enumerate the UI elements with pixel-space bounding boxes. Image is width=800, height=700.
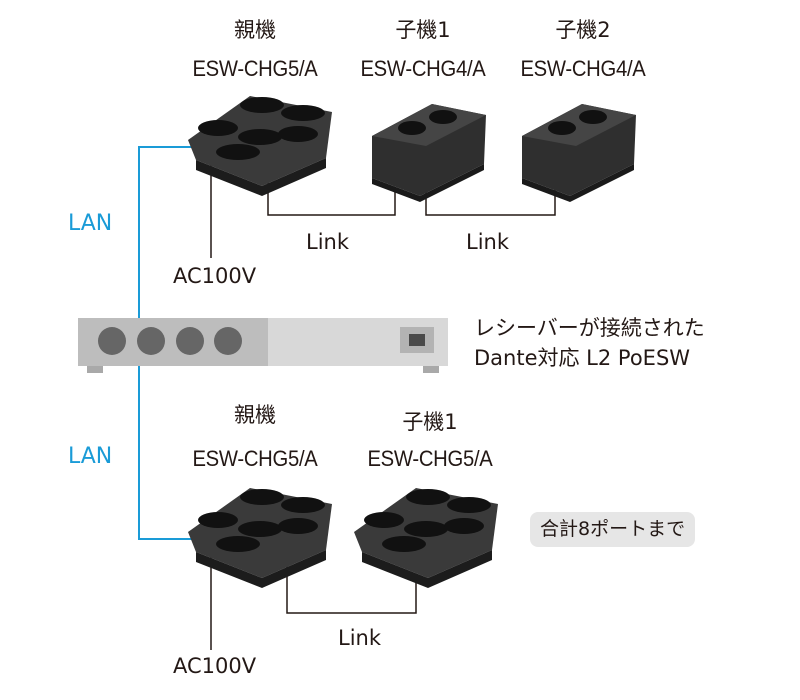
top-child1-model: ESW-CHG4/A <box>360 56 486 81</box>
lan-line-bottom <box>138 362 196 540</box>
bottom-link-label: Link <box>338 626 382 650</box>
bottom-child1-title: 子機1 <box>402 410 458 434</box>
bottom-power-label: AC100V <box>173 654 257 678</box>
switch-port <box>98 327 126 355</box>
charger-parent-top <box>188 96 332 196</box>
receiver-line1: レシーバーが接続された <box>474 316 705 340</box>
link-line-top-2 <box>425 188 556 216</box>
link-line-bottom <box>286 555 417 614</box>
port-limit-badge: 合計8ポートまで <box>530 512 696 547</box>
charger-parent-bottom <box>188 488 332 588</box>
poe-switch <box>78 318 448 373</box>
bottom-lan-label: LAN <box>68 444 113 469</box>
top-lan-label: LAN <box>68 211 113 236</box>
top-link-label-1: Link <box>306 230 350 254</box>
top-child2-title: 子機2 <box>555 18 611 42</box>
charger-child2-top <box>522 104 636 202</box>
bottom-parent-model: ESW-CHG5/A <box>192 446 318 471</box>
charger-child1-top <box>372 104 486 202</box>
top-power-label: AC100V <box>173 264 257 288</box>
top-link-label-2: Link <box>466 230 510 254</box>
switch-port <box>214 327 242 355</box>
switch-port <box>137 327 165 355</box>
receiver-line2: Dante対応 L2 PoESW <box>474 346 691 370</box>
top-child2-model: ESW-CHG4/A <box>520 56 646 81</box>
bottom-child1-model: ESW-CHG5/A <box>367 446 493 471</box>
switch-port <box>176 327 204 355</box>
top-child1-title: 子機1 <box>395 18 451 42</box>
top-parent-model: ESW-CHG5/A <box>192 56 318 81</box>
charger-child1-bottom <box>354 488 498 588</box>
lan-line-top <box>138 146 196 338</box>
bottom-parent-title: 親機 <box>234 403 276 427</box>
top-parent-title: 親機 <box>234 18 276 42</box>
